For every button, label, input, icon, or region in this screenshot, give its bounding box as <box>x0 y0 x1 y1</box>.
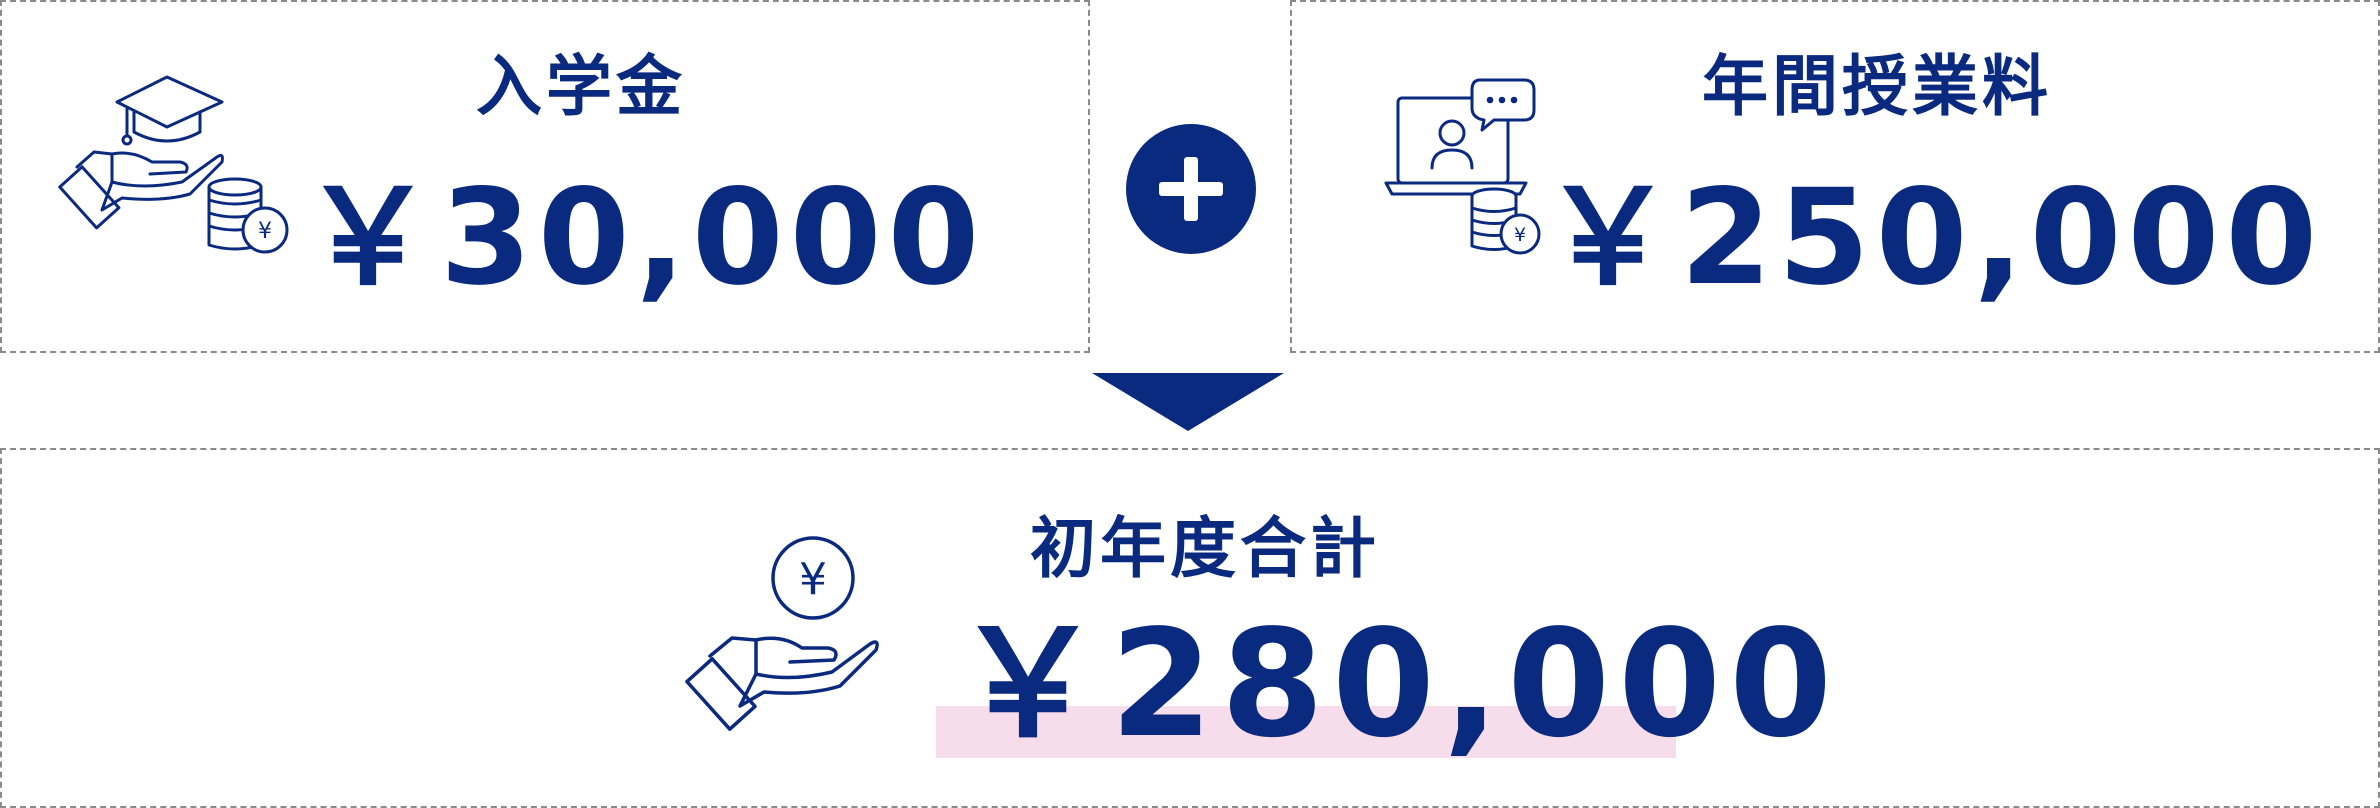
annual-tuition-panel: ¥ 年間授業料 ￥250,000 <box>1290 0 2380 353</box>
online-lesson-laptop-coins-icon: ¥ <box>1384 78 1544 258</box>
plus-icon <box>1126 124 1256 254</box>
graduation-cap-hand-coins-icon: ¥ <box>58 72 292 262</box>
yen-coin-hand-icon: ¥ <box>685 536 890 731</box>
annual-tuition-amount: ￥250,000 <box>1542 161 2324 315</box>
svg-text:¥: ¥ <box>1514 224 1526 246</box>
first-year-total-panel: ¥ 初年度合計 ￥280,000 <box>0 448 2380 808</box>
annual-tuition-label: 年間授業料 <box>1702 48 2052 125</box>
admission-fee-label: 入学金 <box>476 48 686 125</box>
first-year-total-label: 初年度合計 <box>1030 510 1380 587</box>
svg-text:¥: ¥ <box>799 554 827 605</box>
admission-fee-panel: ¥ 入学金 ￥30,000 <box>0 0 1090 353</box>
total-amount-highlight <box>936 706 1676 758</box>
arrow-down-icon <box>1092 373 1284 431</box>
admission-fee-amount: ￥30,000 <box>302 161 986 315</box>
first-year-total-amount: ￥280,000 <box>954 598 1841 770</box>
svg-text:¥: ¥ <box>258 219 272 244</box>
